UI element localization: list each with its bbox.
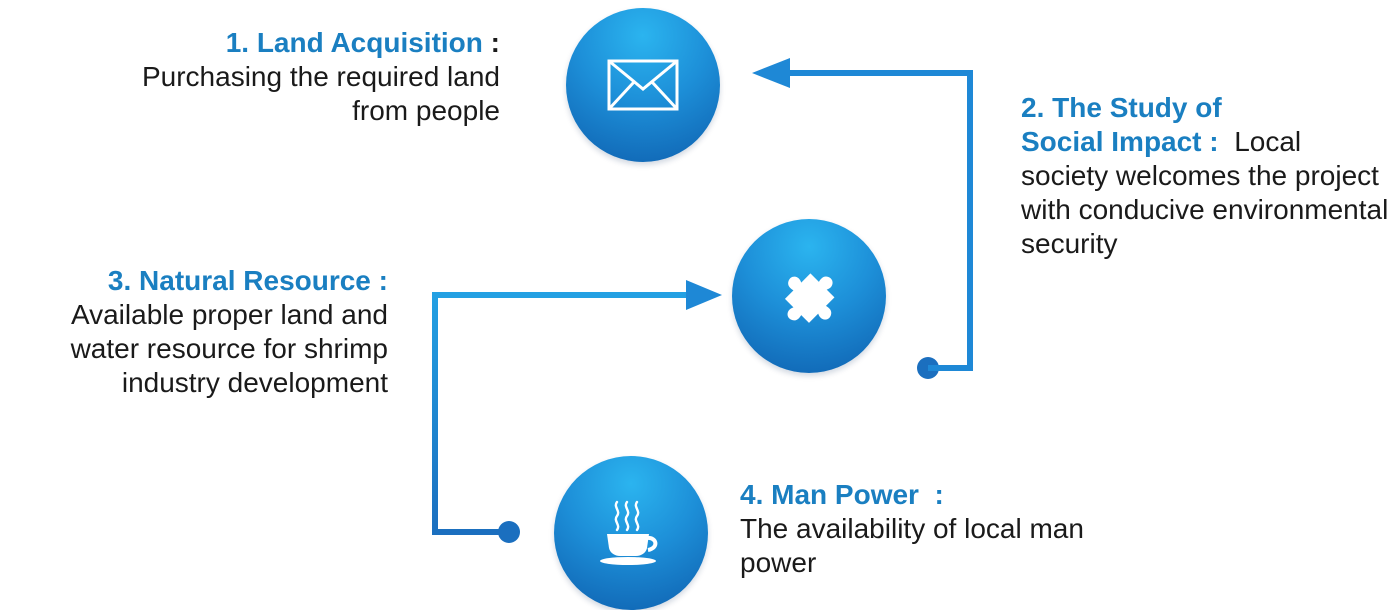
step-4-description: The availability of local man power xyxy=(740,513,1084,578)
step-4-colon: : xyxy=(934,479,944,510)
step-1-description: Purchasing the required land from people xyxy=(141,61,500,126)
connector-puzzle-to-envelope xyxy=(752,58,973,379)
step-2-title-line1: 2. The Study of xyxy=(1021,92,1222,123)
step-1-title: 1. Land Acquisition xyxy=(225,27,483,58)
arrowhead xyxy=(752,58,790,88)
step-4-title: 4. Man Power xyxy=(740,479,919,510)
step-2-title-line2: Social Impact : xyxy=(1021,126,1219,157)
step-3-text: 3. Natural Resource : Available proper l… xyxy=(0,264,388,400)
connector-cup-to-puzzle xyxy=(432,280,722,543)
step-2-line2: Social Impact : Local xyxy=(1021,125,1396,159)
envelope-icon xyxy=(607,59,679,111)
step-2-description: society welcomes the project with conduc… xyxy=(1021,160,1389,259)
step-2-text: 2. The Study of Social Impact : Local so… xyxy=(1021,91,1396,261)
step-2-description-inline: Local xyxy=(1234,126,1302,157)
step-1-text: 1. Land Acquisition : Purchasing the req… xyxy=(60,26,500,128)
step-1-heading: 1. Land Acquisition : xyxy=(60,26,500,60)
step-1-colon: : xyxy=(490,27,500,58)
arrowhead xyxy=(686,280,722,310)
coffee-cup-icon xyxy=(600,500,658,565)
step-3-description: Available proper land and water resource… xyxy=(70,299,388,398)
node-social-impact xyxy=(732,219,886,373)
puzzle-piece-icon xyxy=(784,273,835,323)
step-3-title: 3. Natural Resource : xyxy=(107,265,388,296)
node-man-power xyxy=(554,456,708,610)
step-4-text: 4. Man Power : The availability of local… xyxy=(740,478,1120,580)
step-4-heading: 4. Man Power : xyxy=(740,478,1120,512)
node-land-acquisition xyxy=(566,8,720,162)
